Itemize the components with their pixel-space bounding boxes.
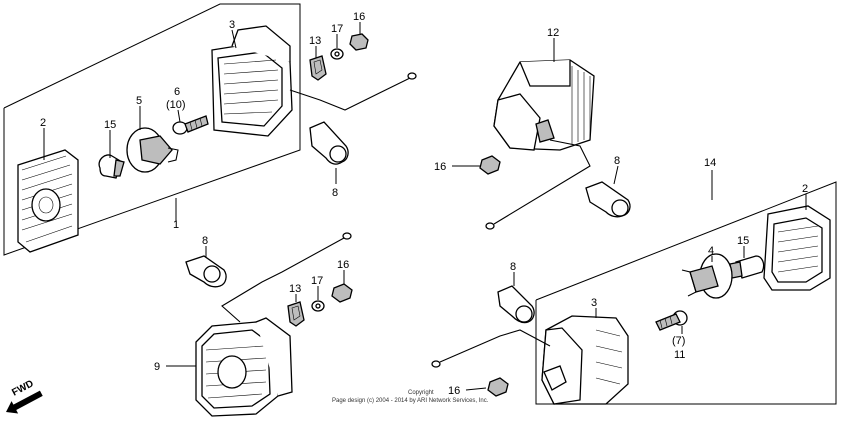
forward-arrow-icon bbox=[6, 390, 43, 414]
copyright-line-1: Copyright bbox=[408, 390, 434, 396]
clip-part-13b bbox=[287, 301, 305, 327]
callout-13: 13 bbox=[309, 35, 321, 47]
callout-11: 11 bbox=[674, 349, 685, 361]
turn-signal-part-9 bbox=[195, 317, 293, 417]
washer-part-17b bbox=[311, 300, 325, 312]
callout-16-b: 16 bbox=[434, 161, 446, 173]
screw-part-6 bbox=[172, 115, 209, 135]
copyright-line-2: Page design (c) 2004 - 2014 by ARI Netwo… bbox=[332, 398, 489, 404]
nut-part-16d bbox=[331, 283, 353, 303]
callout-16: 16 bbox=[353, 11, 365, 23]
callout-labels: 1 2 3 5 6 (10) 8 13 15 16 17 12 16 8 14 … bbox=[10, 11, 808, 404]
nut-part-16 bbox=[349, 33, 369, 51]
callout-5: 5 bbox=[136, 95, 142, 107]
callout-6: 6 bbox=[174, 86, 180, 98]
callout-17: 17 bbox=[331, 23, 343, 35]
wire-harness-14 bbox=[431, 329, 551, 368]
callout-1: 1 bbox=[173, 219, 179, 231]
assembly-1-frame bbox=[3, 3, 301, 256]
assembly-14-frame bbox=[535, 170, 837, 405]
callout-10: (10) bbox=[166, 99, 186, 111]
callout-2-b: 2 bbox=[802, 183, 808, 195]
nut-part-16b bbox=[479, 155, 501, 175]
grommet-part-8b bbox=[585, 181, 631, 218]
callout-15: 15 bbox=[104, 119, 116, 131]
socket-part-5 bbox=[126, 127, 179, 173]
callout-12: 12 bbox=[547, 27, 559, 39]
callout-14: 14 bbox=[704, 157, 716, 169]
callout-2: 2 bbox=[40, 117, 46, 129]
grommet-part-8c bbox=[497, 285, 535, 324]
callout-4: 4 bbox=[708, 245, 714, 257]
wire-harness-9 bbox=[221, 232, 352, 323]
bulb-part-15 bbox=[98, 154, 125, 179]
callout-17-b: 17 bbox=[311, 275, 323, 287]
socket-part-4 bbox=[681, 253, 733, 299]
callout-8-b: 8 bbox=[614, 155, 620, 167]
callout-7: (7) bbox=[672, 335, 685, 347]
grommet-part-8 bbox=[309, 121, 349, 165]
nut-part-16c bbox=[487, 377, 509, 397]
leader-lines-12 bbox=[452, 38, 619, 185]
callout-3-b: 3 bbox=[591, 297, 597, 309]
callout-8-d: 8 bbox=[202, 235, 208, 247]
callout-8: 8 bbox=[332, 187, 338, 199]
housing-part-3b bbox=[541, 315, 629, 405]
clip-part-13 bbox=[309, 55, 327, 81]
leader-lines-9 bbox=[166, 246, 345, 367]
wire-harness-1 bbox=[289, 72, 417, 111]
wire-harness-12 bbox=[485, 139, 591, 230]
screw-part-11 bbox=[655, 310, 688, 331]
callout-16-c: 16 bbox=[448, 385, 460, 397]
bulb-part-15b bbox=[729, 255, 765, 279]
callout-15-b: 15 bbox=[737, 235, 749, 247]
leader-lines-14 bbox=[465, 194, 807, 391]
turn-signal-part-12 bbox=[493, 59, 595, 151]
callout-3: 3 bbox=[229, 19, 235, 31]
callout-8-c: 8 bbox=[510, 261, 516, 273]
lens-part-2 bbox=[17, 149, 79, 253]
callout-16-d: 16 bbox=[337, 259, 349, 271]
housing-part-3 bbox=[211, 25, 293, 137]
grommet-part-8d bbox=[185, 255, 227, 288]
leader-lines-1 bbox=[43, 22, 361, 222]
lens-part-2b bbox=[763, 205, 831, 291]
callout-9: 9 bbox=[154, 361, 160, 373]
washer-part-17 bbox=[330, 48, 344, 60]
callout-13-b: 13 bbox=[289, 283, 301, 295]
